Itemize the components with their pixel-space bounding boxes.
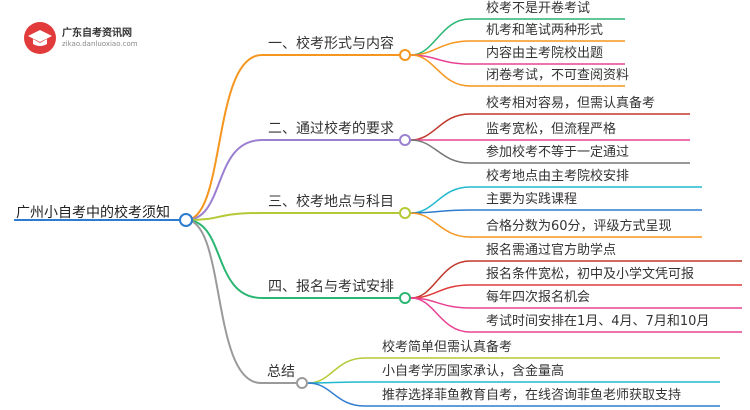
child-topic: 闭卷考试，不可查阅资料 xyxy=(486,68,630,83)
graduation-cap-icon xyxy=(24,22,56,54)
site-logo: 广东自考资讯网 zikao.danluoxiao.com xyxy=(24,20,144,60)
branch-topic: 二、通过校考的要求 xyxy=(268,121,394,137)
branch-node xyxy=(399,292,411,304)
branch-node xyxy=(399,49,411,61)
branch-connector xyxy=(185,54,263,221)
child-connector xyxy=(410,297,471,333)
child-topic: 校考简单但需认真备考 xyxy=(382,340,513,355)
child-connector xyxy=(307,357,366,384)
branch-topic: 四、报名与考试安排 xyxy=(268,279,394,295)
child-topic: 校考相对容易，但需认真备考 xyxy=(486,96,656,111)
root-topic: 广州小自考中的校考须知 xyxy=(16,205,170,221)
branch-topic: 总结 xyxy=(267,364,295,380)
child-topic: 考试时间安排在1月、4月、7月和10月 xyxy=(486,314,710,329)
child-topic: 报名需通过官方助学点 xyxy=(486,243,617,258)
child-connector xyxy=(410,212,471,238)
child-topic: 合格分数为60分，评级方式呈现 xyxy=(486,219,672,234)
branch-topic: 一、校考形式与内容 xyxy=(268,36,394,52)
child-connector xyxy=(307,382,366,407)
child-topic: 参加校考不等于一定通过 xyxy=(486,145,630,160)
branch-node xyxy=(296,377,308,389)
child-connector xyxy=(410,54,471,87)
child-topic: 推荐选择菲鱼教育自考，在线咨询菲鱼老师获取支持 xyxy=(382,388,682,403)
child-connector xyxy=(410,18,471,56)
branch-connector xyxy=(185,139,263,221)
child-connector xyxy=(410,139,471,164)
child-topic: 监考宽松，但流程严格 xyxy=(486,122,617,137)
branch-node xyxy=(399,207,411,219)
child-topic: 机考和笔试两种形式 xyxy=(486,23,604,38)
child-topic: 校考不是开卷考试 xyxy=(486,1,591,16)
child-topic: 校考地点由主考院校安排 xyxy=(486,169,630,184)
child-topic: 内容由主考院校出题 xyxy=(486,46,604,61)
logo-subtitle: zikao.danluoxiao.com xyxy=(62,40,138,48)
child-connector xyxy=(410,113,471,141)
branch-node xyxy=(399,134,411,146)
child-topic: 主要为实践课程 xyxy=(486,192,578,207)
child-topic: 小自考学历国家承认，含金量高 xyxy=(382,364,565,379)
branch-topic: 三、校考地点与科目 xyxy=(268,194,394,210)
branch-connector xyxy=(185,212,263,221)
child-topic: 每年四次报名机会 xyxy=(486,290,591,305)
child-connector xyxy=(410,260,471,299)
branch-connector xyxy=(185,219,262,384)
root-node xyxy=(179,213,193,227)
child-connector xyxy=(410,186,471,214)
child-topic: 报名条件宽松，初中及小学文凭可报 xyxy=(486,267,695,282)
logo-title: 广东自考资讯网 xyxy=(62,28,132,39)
branch-connector xyxy=(185,219,263,299)
